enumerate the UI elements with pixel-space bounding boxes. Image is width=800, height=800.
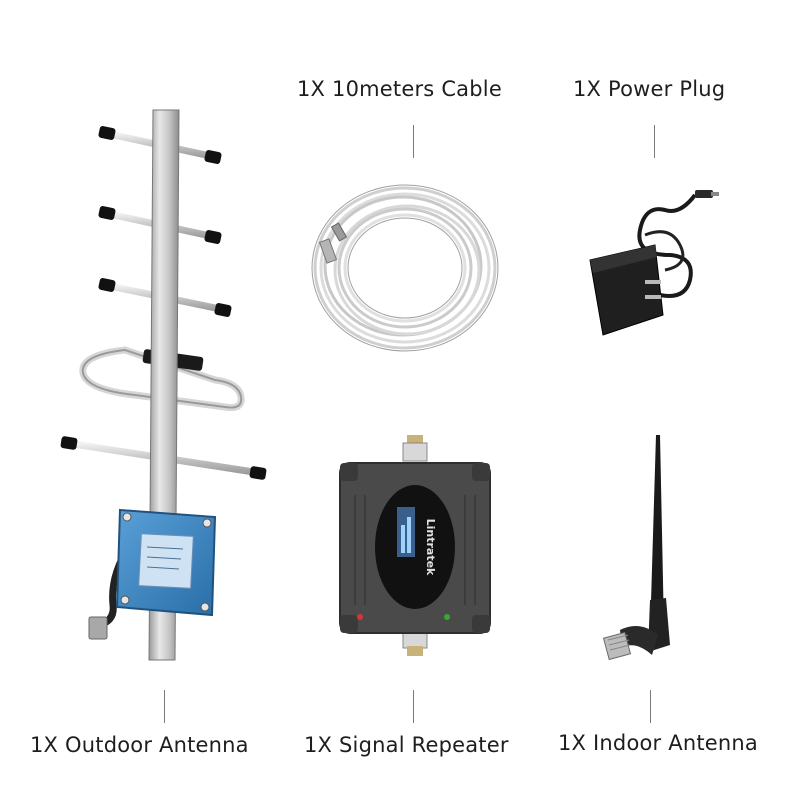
outdoor-antenna-label: 1X Outdoor Antenna	[30, 733, 249, 757]
power-plug-image	[585, 185, 725, 350]
indoor-antenna-image	[600, 430, 690, 670]
indoor-antenna-label: 1X Indoor Antenna	[558, 731, 758, 755]
repeater-brand: Lintratek	[424, 519, 437, 576]
signal-repeater-label-divider	[413, 690, 414, 723]
signal-repeater-label: 1X Signal Repeater	[304, 733, 509, 757]
cable-label: 1X 10meters Cable	[297, 77, 502, 101]
outdoor-antenna-image	[55, 105, 280, 685]
indoor-antenna-label-divider	[650, 690, 651, 723]
cable-image	[305, 180, 505, 360]
signal-repeater-image: Lintratek	[335, 435, 495, 660]
cable-label-divider	[413, 125, 414, 158]
power-plug-label-divider	[654, 125, 655, 158]
outdoor-antenna-label-divider	[164, 690, 165, 723]
power-plug-label: 1X Power Plug	[573, 77, 726, 101]
